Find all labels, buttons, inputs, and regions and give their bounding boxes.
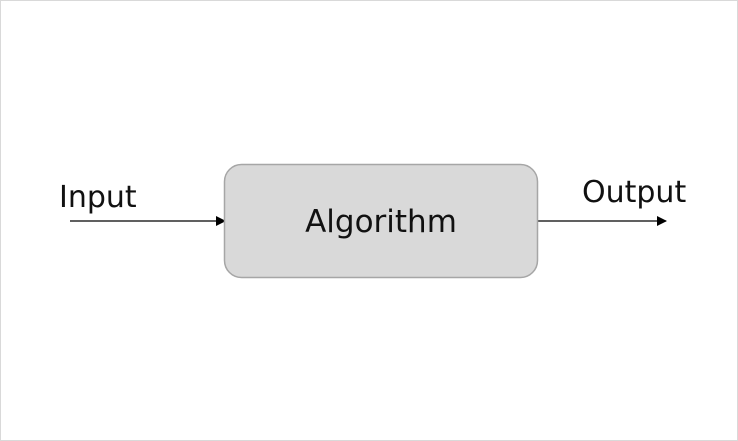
algorithm-label: Algorithm — [305, 204, 457, 240]
output-label: Output — [582, 175, 686, 210]
algorithm-box — [223, 163, 539, 279]
input-label: Input — [59, 180, 137, 215]
